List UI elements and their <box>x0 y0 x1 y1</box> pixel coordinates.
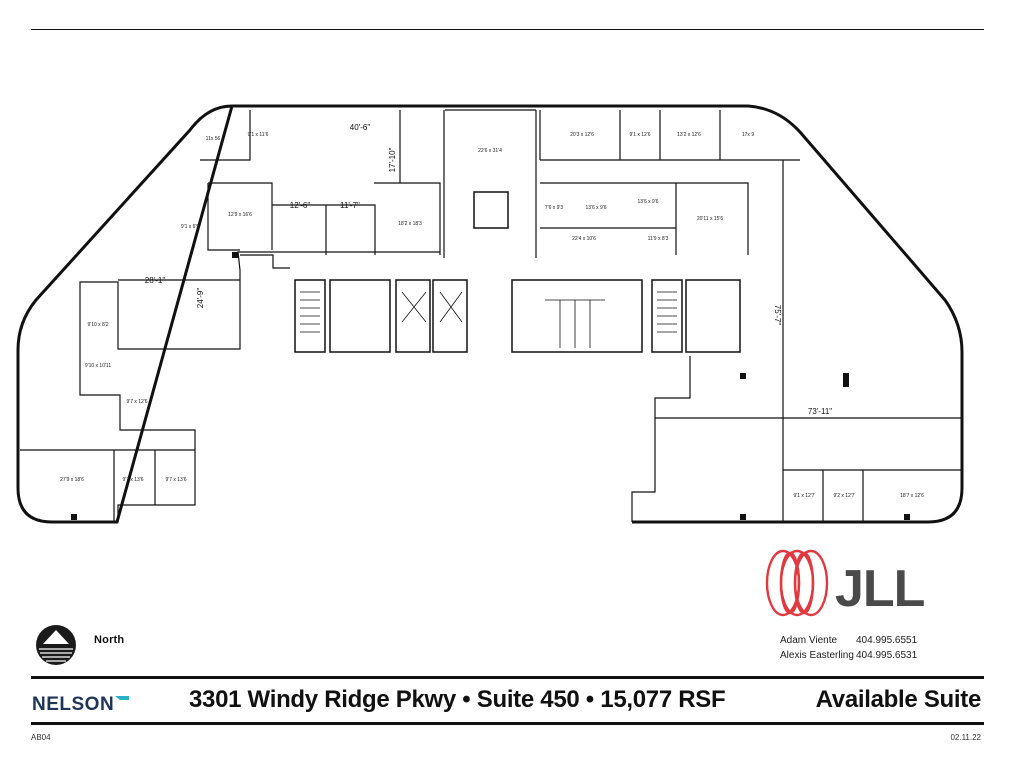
nelson-accent-icon <box>115 696 130 700</box>
page-title: 3301 Windy Ridge Pkwy • Suite 450 • 15,0… <box>189 686 726 713</box>
room-size-label: 11x 56 <box>206 136 221 142</box>
dimension-label: 12'-6" <box>290 201 311 210</box>
north-arrow-icon <box>36 625 76 665</box>
contact-row: Alexis Easterling 404.995.6531 <box>780 648 926 663</box>
nelson-logo: NELSON <box>32 694 130 715</box>
room-size-label: 9'2 x 12'7 <box>833 493 854 499</box>
room-size-label: 9'7 x 13'6 <box>165 477 186 483</box>
dimension-label: 17'-10" <box>388 147 397 172</box>
room-size-label: 9'1 x 12'6 <box>629 132 650 138</box>
room-size-label: 9'1 x 6'9 <box>181 224 200 230</box>
nelson-wordmark: NELSON <box>32 694 115 715</box>
status-label: Available Suite <box>815 686 982 713</box>
dimension-label: 11'-7" <box>340 201 360 210</box>
jll-logo: JLL <box>765 549 926 618</box>
room-size-label: 20'3 x 12'6 <box>570 132 594 138</box>
room-size-label: 18'2 x 18'3 <box>398 221 422 227</box>
header-rule-top <box>31 676 984 679</box>
room-size-label: 18'7 x 12'6 <box>900 493 924 499</box>
room-size-label: 22'4 x 10'6 <box>572 236 596 242</box>
top-rule <box>31 29 984 30</box>
room-size-label: 22'6 x 31'4 <box>478 148 502 154</box>
room-size-label: 9'10 x 10'11 <box>85 363 112 369</box>
room-size-label: 9'7 x 12'6 <box>126 399 147 405</box>
floor-plan: 40'-6" 17'-10" 12'-6" 11'-7" 28'-1" 24'-… <box>16 104 964 524</box>
room-size-label: 9'7 x 13'6 <box>122 477 143 483</box>
room-size-label: 17x 9 <box>742 132 754 138</box>
dimension-label: 73'-11" <box>808 407 832 416</box>
room-size-label: 9'1 x 11'6 <box>248 132 269 138</box>
sheet-code: AB04 <box>31 733 51 742</box>
dimension-label: 28'-1" <box>145 276 166 285</box>
room-size-label: 27'9 x 18'6 <box>60 477 84 483</box>
room-size-label: 9'1 x 12'7 <box>793 493 814 499</box>
room-size-label: 12'9 x 16'6 <box>228 212 252 218</box>
contact-list: Adam Viente 404.995.6551 Alexis Easterli… <box>780 633 926 663</box>
room-size-label: 13'6 x 9'6 <box>585 205 606 211</box>
header-rule-bottom <box>31 722 984 725</box>
north-label: North <box>94 634 125 646</box>
room-size-label: 7'6 x 9'3 <box>545 205 564 211</box>
contact-row: Adam Viente 404.995.6551 <box>780 633 926 648</box>
sheet-date: 02.11.22 <box>950 733 981 742</box>
room-size-label: 13'6 x 9'6 <box>637 199 658 205</box>
building-outline <box>16 104 964 524</box>
room-size-label: 20'11 x 15'6 <box>697 216 724 222</box>
room-size-label: 9'10 x 8'2 <box>87 322 108 328</box>
room-size-label: 11'9 x 8'3 <box>648 236 669 242</box>
contact-name: Adam Viente <box>780 635 838 646</box>
dimension-label: 40'-6" <box>350 123 371 132</box>
contact-phone: 404.995.6531 <box>856 650 918 661</box>
dimension-label: 24'-9" <box>196 288 205 309</box>
jll-rings-icon <box>765 549 829 617</box>
contact-phone: 404.995.6551 <box>856 635 918 646</box>
room-size-label: 13'2 x 12'6 <box>677 132 701 138</box>
dimension-label: 75'-7" <box>773 305 782 326</box>
jll-wordmark: JLL <box>835 560 925 618</box>
contact-name: Alexis Easterling <box>780 650 854 661</box>
